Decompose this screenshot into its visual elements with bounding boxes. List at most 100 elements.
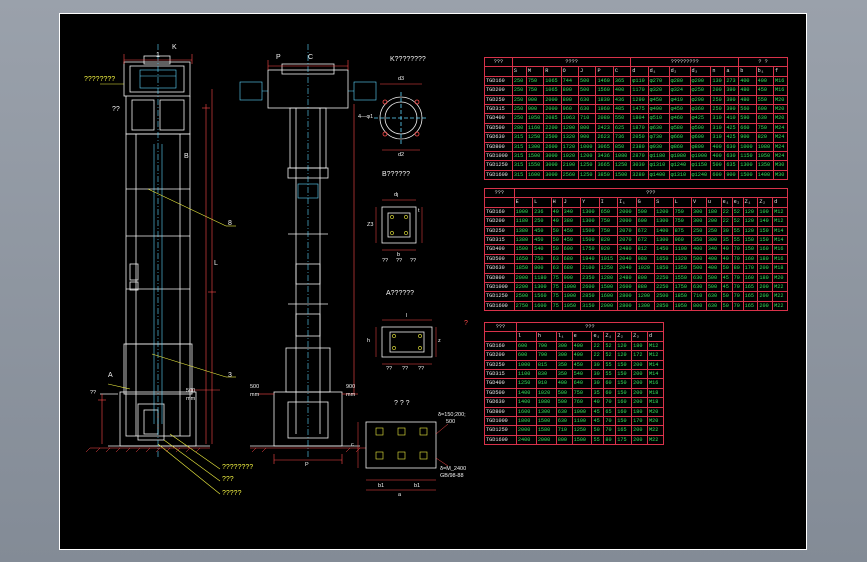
- table-cell: 250: [511, 85, 527, 96]
- table-cell: 200: [631, 378, 649, 389]
- label-mark-3: 3: [228, 372, 232, 379]
- label-bl-callout-2: ???: [222, 476, 234, 483]
- table-cell: 400: [705, 263, 722, 274]
- table-cell: 425: [724, 122, 740, 134]
- table-model-cell: TGD800: [484, 406, 517, 418]
- table-cell: 2070: [617, 225, 637, 237]
- table-cell: 65: [603, 406, 617, 418]
- table-cell: 450: [571, 359, 593, 371]
- table-cell: 70: [603, 416, 617, 427]
- table-header-cell: l: [515, 331, 537, 342]
- table-cell: 820: [598, 235, 619, 246]
- table-cell: 150: [742, 244, 759, 255]
- table-cell: 830: [535, 369, 557, 380]
- table-cell: 30: [591, 378, 605, 389]
- table-header-cell: J: [561, 197, 582, 208]
- table-cell: 300: [691, 216, 707, 227]
- table-cell: 750: [672, 206, 693, 218]
- table-group-cell: ???: [484, 187, 515, 199]
- table-header-cell: l₁: [555, 331, 573, 342]
- label-q-left: ??: [90, 390, 97, 396]
- table-cell: M20: [772, 272, 788, 284]
- a-q1: ??: [386, 366, 393, 372]
- table-cell: 75: [550, 300, 563, 312]
- table-cell: 160: [615, 406, 633, 418]
- table-cell: 3280: [630, 169, 649, 181]
- table-group-cell: ?????????: [630, 56, 740, 68]
- table-model-cell: TGD1600: [484, 434, 517, 446]
- table-cell: φ800: [689, 141, 712, 153]
- table-cell: 630: [555, 406, 573, 418]
- table-cell: 750: [571, 387, 593, 399]
- table-cell: M22: [772, 300, 788, 312]
- table-header-cell: H: [550, 197, 563, 208]
- table-cell: 2800: [617, 291, 637, 302]
- table-header-cell: d₂: [668, 66, 691, 77]
- table-cell: 2400: [515, 434, 537, 446]
- table-cell: 1950: [672, 300, 693, 312]
- table-cell: 1160: [525, 122, 545, 134]
- b-dim-b: b: [397, 252, 401, 258]
- table-cell: 590: [738, 113, 757, 124]
- table-cell: 180: [757, 253, 774, 265]
- table-cell: 500: [705, 272, 722, 284]
- b-view-dims: [375, 199, 423, 251]
- a-view-title: A??????: [386, 290, 415, 297]
- table-cell: 630: [724, 151, 740, 162]
- table-cell: 630: [724, 141, 740, 153]
- table-cell: 400: [738, 75, 757, 87]
- table-cell: 600: [635, 216, 656, 227]
- table-header-cell: S: [511, 66, 527, 77]
- b-view-detail: [381, 206, 417, 244]
- table-cell: 880: [635, 282, 656, 293]
- table-model-cell: TGD630: [484, 132, 513, 143]
- table-cell: 815: [535, 359, 557, 371]
- table-cell: 630: [691, 282, 707, 293]
- table-cell: 710: [691, 291, 707, 302]
- table-cell: 150: [615, 416, 633, 427]
- table-cell: 236: [532, 206, 552, 218]
- table-cell: 180: [631, 340, 649, 352]
- table-group-cell: ? ?: [738, 56, 788, 68]
- table-cell: 2870: [630, 151, 649, 162]
- drawing-sheet[interactable]: 1 K ???????? ?? B 8 L 3 A 500 mm ?? ????…: [59, 13, 807, 550]
- table-cell: 172: [631, 350, 649, 361]
- table-cell: 70: [731, 300, 744, 312]
- table-cell: 1065: [543, 85, 562, 96]
- table-cell: 800: [532, 263, 552, 274]
- table-cell: φ290: [689, 94, 712, 106]
- table-cell: φ324: [668, 85, 691, 96]
- table-cell: 630: [705, 291, 722, 302]
- base-dim-c: c: [351, 442, 354, 448]
- table-cell: 630: [578, 104, 597, 115]
- table-cell: 1475: [630, 104, 649, 115]
- table-cell: 1200: [654, 206, 674, 218]
- table-cell: 1800: [515, 416, 537, 427]
- b-view-bolts: [390, 215, 408, 235]
- table-cell: 3000: [543, 160, 562, 171]
- table-cell: 1550: [525, 160, 545, 171]
- table-cell: φ660: [668, 132, 691, 143]
- table-cell: 52: [731, 216, 744, 227]
- table-cell: 1000: [738, 141, 757, 153]
- label-d2: d2: [398, 152, 405, 158]
- table-cell: 250: [511, 104, 527, 115]
- table-cell: 1320: [672, 253, 693, 265]
- k-view-flange: [374, 92, 428, 144]
- table-cell: 250: [691, 225, 707, 237]
- table-cell: M12: [647, 350, 664, 361]
- table-cell: 45: [720, 282, 733, 293]
- table-cell: 400: [710, 151, 726, 162]
- table-cell: 1500: [612, 169, 632, 181]
- table-cell: M20: [647, 416, 664, 427]
- table-cell: 120: [615, 340, 633, 352]
- table-cell: 40: [720, 253, 733, 265]
- table-model-cell: TGD400: [484, 244, 515, 255]
- table-cell: 1650: [654, 253, 674, 265]
- table-cell: 175: [615, 434, 633, 446]
- table-cell: 1600: [598, 291, 619, 302]
